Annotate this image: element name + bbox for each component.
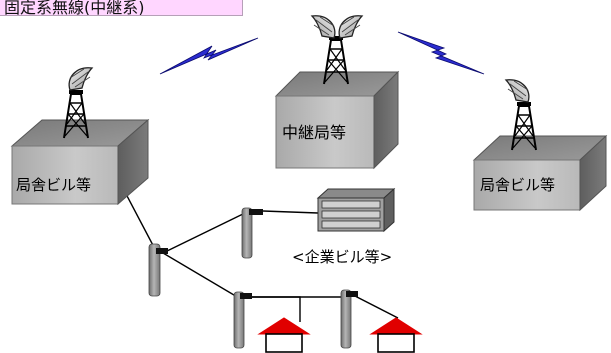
house-icon-2	[369, 317, 423, 353]
relay-station-building: 中継局等	[274, 70, 400, 170]
relay-dish-right-icon	[338, 15, 363, 39]
relay-station-label: 中継局等	[282, 123, 346, 142]
cable-right-pole-to-house2	[352, 294, 399, 319]
left-dish-icon	[68, 67, 93, 91]
right-station-building: 局舎ビル等	[472, 134, 608, 212]
right-station-label: 局舎ビル等	[480, 176, 555, 194]
company-building: <企業ビル等>	[292, 187, 396, 266]
diagram-title: 固定系無線(中継系)	[0, 0, 243, 16]
right-dish-icon	[505, 79, 530, 103]
left-station-building: 局舎ビル等	[10, 118, 150, 206]
cable-upper-pole-to-company	[262, 210, 319, 214]
utility-pole-right	[340, 289, 358, 349]
relay-dish-left-icon	[311, 15, 336, 39]
radio-link-left	[159, 37, 259, 75]
cable-pole-to-lower-pole	[162, 252, 240, 299]
utility-pole-main	[148, 243, 168, 297]
left-station-label: 局舎ビル等	[16, 176, 91, 194]
house-icon-1	[257, 317, 311, 353]
utility-pole-upper	[241, 207, 263, 259]
radio-link-right	[397, 31, 485, 75]
utility-pole-lower	[233, 291, 252, 349]
cable-lower-pole-to-house1	[247, 296, 301, 322]
company-label: <企業ビル等>	[292, 248, 392, 266]
cable-pole-to-upper-pole	[164, 212, 246, 253]
